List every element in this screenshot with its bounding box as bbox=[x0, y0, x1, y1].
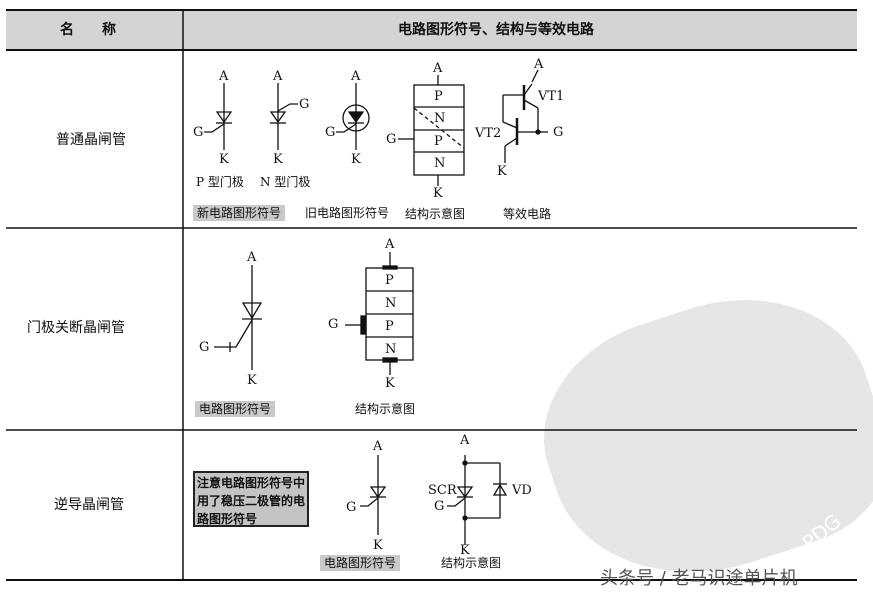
transistor-label: VT2 bbox=[475, 126, 502, 141]
transistor-label: VT1 bbox=[538, 89, 565, 104]
pin-label: A bbox=[273, 69, 283, 84]
header-symbols: 电路图形符号、结构与等效电路 bbox=[398, 22, 594, 38]
thyristor-structure-diagram bbox=[398, 75, 465, 186]
pin-label: K bbox=[247, 373, 257, 388]
caption: 旧电路图形符号 bbox=[305, 206, 390, 220]
rct-symbol bbox=[360, 455, 387, 535]
caption-highlighted: 电路图形符号 bbox=[320, 555, 401, 571]
gto-symbol bbox=[214, 265, 263, 370]
caption-highlighted: 新电路图形符号 bbox=[193, 205, 286, 221]
pin-label: G bbox=[434, 499, 445, 514]
pin-label: A bbox=[460, 433, 470, 448]
thyristor-n-gate-symbol bbox=[269, 83, 298, 150]
caption: N 型门极 bbox=[260, 175, 311, 189]
note-box: 注意电路图形符号中用了稳压二极管的电路图形符号 bbox=[193, 471, 309, 527]
thyristor-p-gate-symbol bbox=[204, 83, 233, 150]
pin-label: K bbox=[373, 538, 383, 553]
caption: 结构示意图 bbox=[355, 402, 416, 416]
pin-label: G bbox=[328, 317, 339, 332]
layer-label: P bbox=[385, 319, 394, 334]
pin-label: K bbox=[460, 543, 470, 558]
layer-label: N bbox=[385, 296, 397, 311]
header-background bbox=[6, 10, 857, 50]
pin-label: G bbox=[299, 97, 310, 112]
pin-label: A bbox=[219, 69, 229, 84]
row-name: 门极关断晶闸管 bbox=[27, 320, 125, 336]
pin-label: G bbox=[346, 500, 357, 515]
layer-label: N bbox=[434, 111, 446, 126]
pin-label: G bbox=[325, 125, 336, 140]
header-name: 名 称 bbox=[60, 22, 116, 38]
pin-label: A bbox=[351, 69, 361, 84]
pin-label: A bbox=[247, 250, 257, 265]
pin-label: G bbox=[193, 125, 204, 140]
row-name: 逆导晶闸管 bbox=[54, 497, 124, 513]
caption: 等效电路 bbox=[503, 207, 552, 221]
pin-label: K bbox=[273, 152, 283, 167]
caption-highlighted: 电路图形符号 bbox=[195, 401, 276, 417]
pin-label: A bbox=[385, 237, 395, 252]
gto-structure-diagram bbox=[345, 252, 414, 375]
pin-label: A bbox=[534, 57, 544, 72]
pin-label: G bbox=[199, 340, 210, 355]
pin-label: K bbox=[351, 152, 361, 167]
device-label: SCR bbox=[428, 483, 457, 498]
layer-label: P bbox=[434, 134, 443, 149]
layer-label: N bbox=[385, 342, 397, 357]
equivalent-circuit bbox=[502, 69, 548, 163]
caption: P 型门极 bbox=[196, 175, 244, 189]
pin-label: G bbox=[386, 132, 397, 147]
pin-label: A bbox=[433, 61, 443, 76]
layer-label: P bbox=[385, 273, 394, 288]
pin-label: K bbox=[385, 376, 395, 391]
pin-label: K bbox=[219, 152, 229, 167]
layer-label: P bbox=[434, 89, 443, 104]
rct-structure-diagram bbox=[447, 455, 508, 545]
device-label: VD bbox=[512, 483, 532, 498]
thyristor-old-symbol bbox=[336, 83, 370, 150]
caption: 结构示意图 bbox=[405, 207, 466, 221]
pin-label: K bbox=[433, 186, 443, 201]
layer-label: N bbox=[434, 156, 446, 171]
row-name: 普通晶闸管 bbox=[56, 132, 126, 148]
pin-label: G bbox=[553, 125, 564, 140]
caption: 结构示意图 bbox=[441, 556, 502, 570]
pin-label: K bbox=[497, 164, 507, 179]
pin-label: A bbox=[373, 439, 383, 454]
source-credit: 头条号 / 老马识途单片机 bbox=[600, 568, 798, 589]
